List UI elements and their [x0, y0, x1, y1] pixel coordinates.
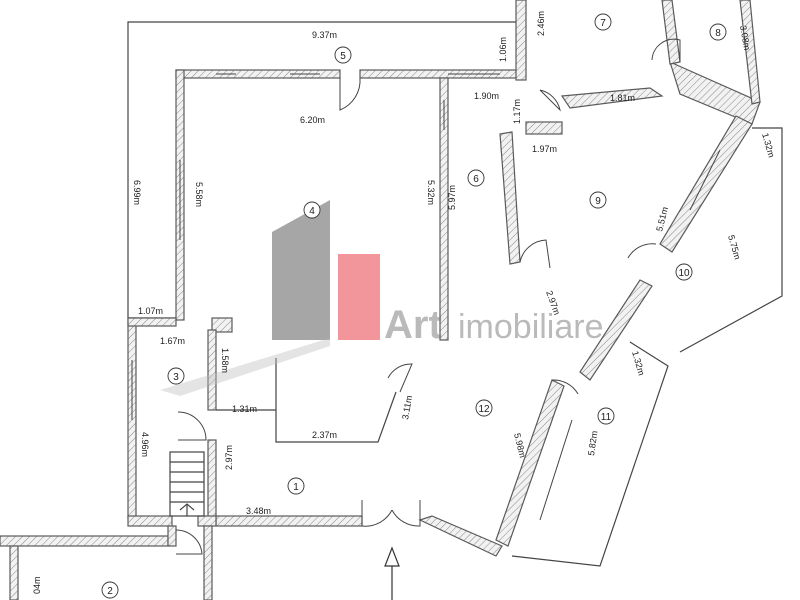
- dim-label: 3.11m: [400, 395, 414, 421]
- svg-text:4: 4: [309, 206, 315, 217]
- svg-text:9: 9: [595, 196, 601, 207]
- dim-label: 3.08m: [738, 25, 752, 51]
- svg-text:11: 11: [601, 412, 612, 423]
- room-marker-12: 12: [475, 399, 493, 417]
- dim-label: 1.81m: [610, 93, 635, 103]
- windows: [131, 73, 721, 521]
- svg-text:7: 7: [600, 18, 606, 29]
- dim-label: 2.97m: [224, 445, 234, 470]
- dim-label: 4.96m: [140, 432, 150, 457]
- dim-label: 1.07m: [138, 306, 163, 316]
- room-marker-2: 2: [101, 581, 119, 599]
- svg-text:2: 2: [107, 586, 113, 597]
- dim-label: 1.32m: [760, 132, 777, 159]
- dim-label: 1.17m: [512, 99, 522, 124]
- room-markers: 1 2 3 4 5 6 7 8 9 10 11 12: [101, 13, 727, 599]
- room-marker-3: 3: [167, 367, 185, 385]
- dim-label: 5.32m: [426, 180, 436, 205]
- dim-label: 6.99m: [132, 180, 142, 205]
- svg-text:5: 5: [340, 51, 346, 62]
- room-marker-1: 1: [287, 477, 305, 495]
- dim-label: 1.06m: [498, 37, 508, 62]
- dim-label: 04m: [32, 576, 42, 594]
- dim-label: 5.51m: [654, 206, 670, 233]
- dim-label: 5.58m: [194, 182, 204, 207]
- entrance-arrow-icon: [384, 546, 400, 600]
- dim-label: 5.82m: [586, 430, 599, 456]
- room-marker-7: 7: [594, 13, 612, 31]
- doors: [175, 38, 681, 555]
- room-marker-8: 8: [709, 23, 727, 41]
- dim-label: 1.90m: [474, 91, 499, 101]
- logo-red-shape: [338, 254, 380, 340]
- svg-text:3: 3: [173, 372, 179, 383]
- dim-label: 1.32m: [630, 350, 647, 377]
- room-marker-6: 6: [467, 169, 485, 187]
- svg-text:10: 10: [678, 268, 690, 279]
- brand-watermark: Art imobiliare: [160, 200, 604, 396]
- dim-label: 1.97m: [532, 144, 557, 154]
- dim-label: 1.31m: [232, 404, 257, 414]
- dim-label: 5.75m: [726, 234, 743, 261]
- dim-label: 6.20m: [300, 115, 325, 125]
- room-marker-4: 4: [303, 201, 321, 219]
- dim-label: 2.37m: [312, 430, 337, 440]
- room-marker-11: 11: [597, 407, 615, 425]
- brand-bold-text: Art: [384, 303, 442, 347]
- dimension-labels: 9.37m 1.06m 2.46m 3.08m 6.20m 6.99m 5.58…: [32, 11, 777, 594]
- room-marker-10: 10: [675, 263, 693, 281]
- svg-text:6: 6: [473, 174, 479, 185]
- dim-label: 1.67m: [160, 336, 185, 346]
- dim-label: 9.37m: [312, 30, 337, 40]
- dim-label: 3.48m: [246, 506, 271, 516]
- dim-label: 1.58m: [220, 348, 230, 373]
- brand-text: imobiliare: [458, 308, 604, 346]
- dim-label: 2.46m: [536, 11, 546, 36]
- svg-text:1: 1: [293, 482, 299, 493]
- svg-text:8: 8: [715, 28, 721, 39]
- logo-gray-shape: [272, 200, 330, 340]
- dim-label: 5.98m: [512, 432, 528, 459]
- dim-label: 5.97m: [447, 185, 457, 210]
- room-marker-9: 9: [589, 191, 607, 209]
- svg-text:12: 12: [478, 404, 490, 415]
- staircase: [169, 451, 205, 517]
- walls: [0, 0, 761, 600]
- room-marker-5: 5: [334, 46, 352, 64]
